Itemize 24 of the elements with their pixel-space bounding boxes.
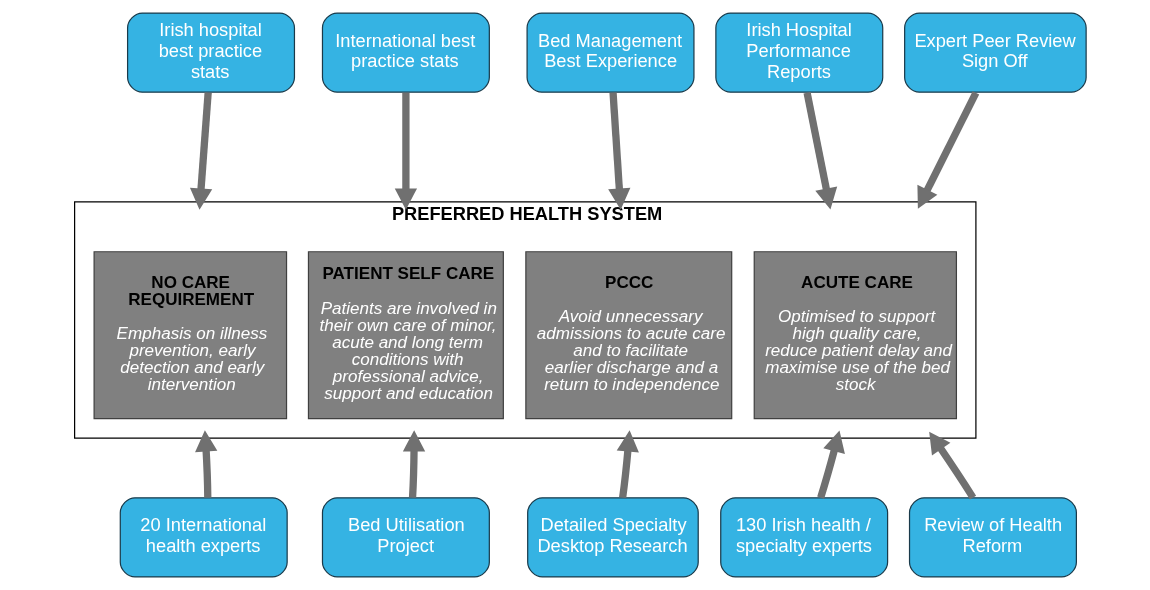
node-box: Bed Utilisation Project	[321, 497, 490, 578]
arrow	[189, 92, 212, 210]
node-box: Irish hospital best practice stats	[126, 12, 295, 93]
node-box: Bed Management Best Experience	[526, 12, 695, 93]
node-box: PATIENT SELF CARE Patients are involved in their own care of minor, acute and long term conditions with professional advice, support and education	[307, 251, 504, 420]
node-box: 130 Irish health / specialty experts	[719, 497, 888, 578]
node-box: Detailed Specialty Desktop Research	[526, 497, 699, 578]
node-box: Irish Hospital Performance Reports	[714, 12, 883, 93]
arrow	[616, 430, 639, 499]
arrow	[402, 430, 425, 498]
node-box: PCCC Avoid unnecessary admissions to acute care and to facilitate earlier discharge and a return to independence	[524, 251, 732, 420]
node-box: Review of Health Reform	[908, 497, 1077, 578]
node-box: 20 International health experts	[119, 497, 288, 578]
arrow	[607, 92, 630, 210]
node-box: ACUTE CARE Optimised to support high quality care, reduce patient delay and maximise use of the bed stock	[753, 251, 957, 420]
arrow	[394, 92, 417, 210]
arrow	[803, 92, 837, 210]
node-box: Expert Peer Review Sign Off	[903, 12, 1087, 93]
node-box: NO CARE REQUIREMENT Emphasis on illness prevention, early detection and early intervention	[93, 251, 287, 420]
node-box: International best practice stats	[321, 12, 490, 93]
arrow	[928, 431, 976, 500]
arrow	[816, 430, 845, 499]
arrow	[194, 430, 217, 498]
arrow	[916, 91, 979, 209]
